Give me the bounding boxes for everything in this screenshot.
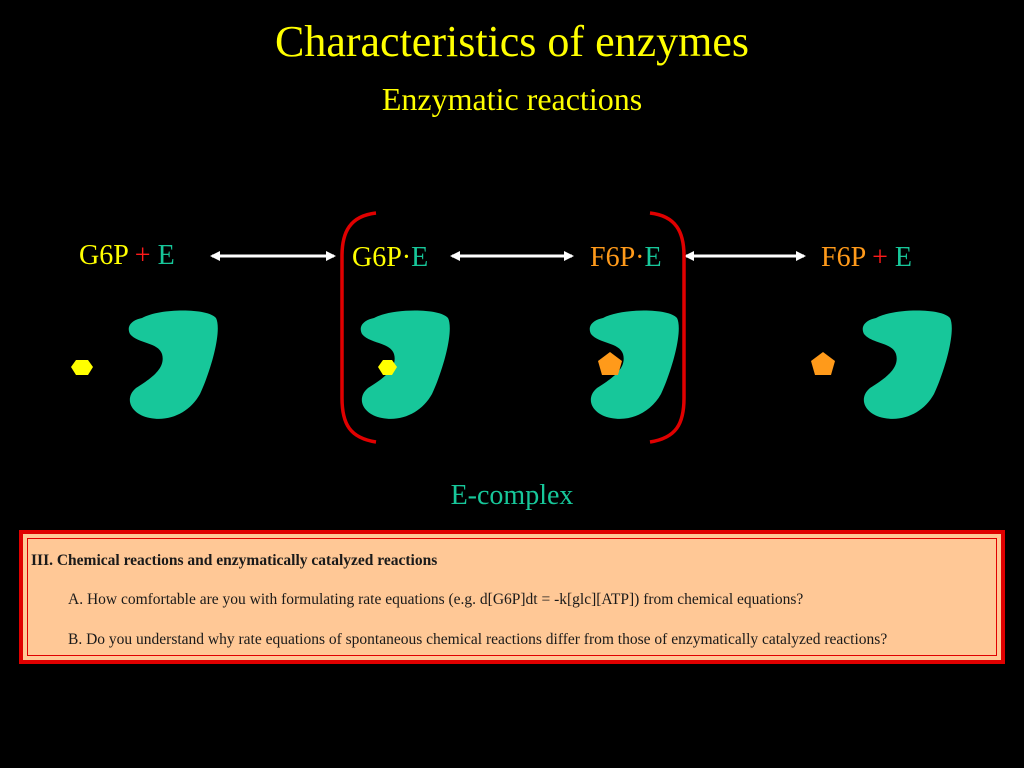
species-f6p-plus-e: F6P + E: [821, 244, 912, 272]
label-complex-dot: ·: [401, 242, 412, 273]
slide-title: Characteristics of enzymes: [274, 17, 750, 66]
label-enzyme: E: [411, 242, 429, 273]
label-g6p: G6P: [352, 242, 402, 273]
label-enzyme: E: [894, 242, 913, 273]
complex-bracket-right: [649, 211, 686, 444]
question-heading: III. Chemical reactions and enzymaticall…: [31, 552, 438, 569]
question-a: A. How comfortable are you with formulat…: [68, 591, 804, 608]
slide-subtitle: Enzymatic reactions: [381, 81, 643, 117]
substrate-hexagon-free: [71, 360, 93, 375]
label-enzyme: E: [157, 240, 175, 271]
species-g6p-e-complex: G6P·E: [352, 244, 428, 272]
complex-caption: E-complex: [450, 480, 574, 511]
complex-bracket-left: [340, 211, 377, 444]
question-box: III. Chemical reactions and enzymaticall…: [19, 530, 1005, 664]
substrate-hexagon-bound: [378, 360, 397, 375]
question-b: B. Do you understand why rate equations …: [68, 631, 888, 648]
label-f6p: F6P: [590, 242, 636, 273]
enzyme-shape-4: [862, 310, 952, 419]
label-complex-dot: ·: [635, 242, 645, 273]
enzyme-shape-2: [360, 310, 450, 419]
label-enzyme: E: [644, 242, 662, 273]
label-plus: +: [134, 240, 151, 271]
label-g6p: G6P: [79, 240, 128, 271]
enzyme-shape-1: [128, 310, 218, 419]
label-f6p: F6P: [821, 242, 866, 273]
species-g6p-plus-e: G6P + E: [79, 242, 175, 270]
species-f6p-e-complex: F6P·E: [590, 244, 662, 272]
product-pentagon-bound: [598, 352, 622, 375]
label-plus: +: [872, 242, 888, 273]
question-box-inner-border: [27, 538, 997, 656]
product-pentagon-free: [811, 352, 835, 375]
